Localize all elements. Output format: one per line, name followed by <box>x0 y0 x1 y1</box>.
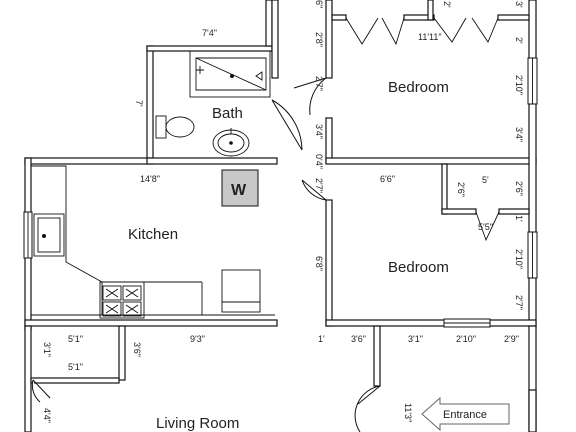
dim-bedroom-bottom-width: 6'6" <box>380 174 395 184</box>
dim-closet-top-right-height: 2' <box>514 37 524 44</box>
room-label-kitchen: Kitchen <box>128 226 178 243</box>
dimension-labels: 7'4" 7' 14'8" 6" 2'8" 2'7" 3'4" 0'4" 2'7… <box>42 0 524 423</box>
dim-closet-l-width-top: 5'1" <box>68 334 83 344</box>
dim-closet-b-width: 5' <box>482 175 489 185</box>
dim-living-top-width: 9'3" <box>190 334 205 344</box>
room-label-living-room: Living Room <box>156 415 239 432</box>
dim-closet-b-side: 1' <box>514 215 524 222</box>
dim-bedroom-top-window: 2'10" <box>514 75 524 95</box>
dim-bottom-5: 2'9" <box>504 334 519 344</box>
dim-bottom-1: 1' <box>318 334 325 344</box>
dim-kitchen-width: 14'8" <box>140 174 160 184</box>
kitchen-fixtures <box>31 165 275 319</box>
dim-closet-b-right: 2'6" <box>514 181 524 196</box>
dim-closet-l-width-bottom: 5'1" <box>68 362 83 372</box>
dim-bedroom-top-lower: 3'4" <box>514 127 524 142</box>
dim-hall-door-lower: 2'7" <box>314 178 324 193</box>
dim-closet-top-left: 2' <box>442 1 452 8</box>
doors <box>31 17 500 432</box>
dim-closet-b-height: 2'6" <box>456 182 466 197</box>
dim-closet-top-width: 11'11" <box>418 32 442 42</box>
dim-closet-l-height: 3'1" <box>42 342 52 357</box>
entrance-label: Entrance <box>443 409 487 421</box>
dim-hall-door-upper: 2'7" <box>314 76 324 91</box>
room-label-bath: Bath <box>212 105 243 122</box>
dim-entrance-door-height: 11'3" <box>403 403 413 422</box>
dim-living-left: 4'4" <box>42 408 52 423</box>
dim-hall-lower: 6'8" <box>314 256 324 271</box>
dim-bedroom-bottom-lower: 2'7" <box>514 295 524 310</box>
entrance-arrow: Entrance <box>421 396 510 432</box>
dim-bottom-3: 3'1" <box>408 334 423 344</box>
dim-hall-top-1: 6" <box>314 0 324 8</box>
walls <box>24 0 537 432</box>
room-label-bedroom-top: Bedroom <box>388 79 449 96</box>
dim-closet-top-right: 3' <box>514 1 524 8</box>
room-label-bedroom-bottom: Bedroom <box>388 259 449 276</box>
dim-hall-gap: 0'4" <box>314 154 324 169</box>
bath-fixtures <box>155 50 271 157</box>
windows <box>23 57 538 328</box>
dim-bedroom-bottom-window: 2'10" <box>514 249 524 269</box>
dim-bottom-2: 3'6" <box>351 334 366 344</box>
dim-bath-door-height: 3'4" <box>314 124 324 139</box>
dim-bottom-4: 2'10" <box>456 334 476 344</box>
dim-bath-width: 7'4" <box>202 28 217 38</box>
dim-closet-b-door: 5'5" <box>478 222 493 232</box>
dim-living-top-mid: 3'6" <box>132 342 142 357</box>
dim-hall-top-2: 2'8" <box>314 32 324 47</box>
dim-bath-depth: 7' <box>134 100 144 107</box>
washer-symbol: W <box>231 182 247 199</box>
